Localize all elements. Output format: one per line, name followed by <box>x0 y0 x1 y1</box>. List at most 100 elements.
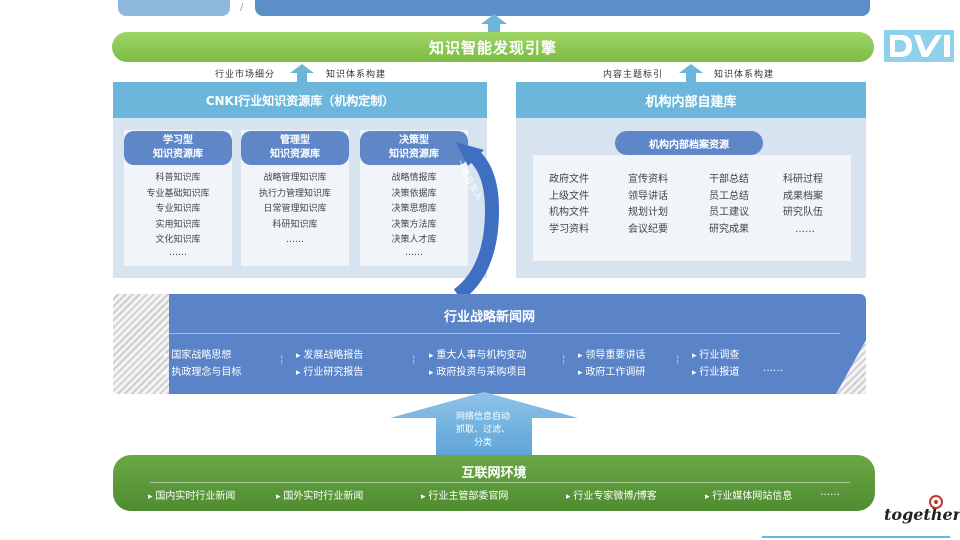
list-item: 日常管理知识库 <box>263 204 327 214</box>
list-item: …… <box>169 247 187 258</box>
internal-col-4: 科研过程 成果档案 研究队伍 …… <box>783 172 823 238</box>
kb-subtitle: 知识资源库 <box>153 149 203 160</box>
internet-title: 互联网环境 <box>461 466 527 481</box>
top-tick: / <box>240 2 244 13</box>
news-more: …… <box>763 363 783 374</box>
list-item: …… <box>286 235 304 245</box>
list-item: 决策思想库 <box>391 204 437 214</box>
curved-arrow-icon <box>453 142 500 300</box>
decorative-stripes-left <box>113 294 169 394</box>
fetch-line: 抓取、过滤、 <box>455 425 510 435</box>
list-item: 决策依据库 <box>391 188 437 199</box>
list-item: 决策人才库 <box>391 235 437 245</box>
kb-pill-learning: 学习型 知识资源库 <box>124 131 232 165</box>
list-item: 学习资料 <box>549 223 589 235</box>
up-arrow-icon <box>290 64 314 82</box>
internal-col-3: 干部总结 员工总结 员工建议 研究成果 <box>709 172 749 238</box>
label-market-segment: 行业市场细分 <box>215 70 276 80</box>
kb-subtitle: 知识资源库 <box>389 149 439 160</box>
news-item: 执政理念与目标 <box>164 363 241 378</box>
news-divider <box>160 333 840 334</box>
list-item: 研究成果 <box>709 223 749 235</box>
list-item: 专业基础知识库 <box>146 188 210 199</box>
bottom-accent-line <box>762 536 950 538</box>
news-item: 政府投资与采购项目 <box>429 363 526 378</box>
internet-divider <box>150 482 850 483</box>
kb-pill-decision: 决策型 知识资源库 <box>360 131 468 165</box>
internet-item: 国内实时行业新闻 <box>148 487 235 502</box>
list-item: …… <box>795 223 815 235</box>
list-item: 实用知识库 <box>155 219 201 230</box>
internal-archive-pill: 机构内部档案资源 <box>615 131 763 155</box>
fetch-arrow-icon <box>390 392 578 456</box>
list-item: 政府文件 <box>549 174 589 185</box>
list-item: 科普知识库 <box>155 173 201 183</box>
dv-logo-icon <box>884 30 954 62</box>
list-item: 成果档案 <box>783 190 823 202</box>
fetch-label: 网络信息自动 抓取、过滤、 分类 <box>438 411 528 450</box>
list-item: 宣传资料 <box>628 174 668 185</box>
list-item: 执行力管理知识库 <box>258 188 331 199</box>
cnki-title: CNKI行业知识资源库（机构定制） <box>205 93 395 108</box>
label-knowledge-system-left: 知识体系构建 <box>326 70 387 80</box>
news-separator: ¦ <box>280 354 284 365</box>
internal-panel-header: 机构内部自建库 <box>516 82 866 118</box>
news-item: 重大人事与机构变动 <box>429 346 526 361</box>
list-item: 员工建议 <box>709 207 749 218</box>
internet-item: 行业主管部委官网 <box>421 487 508 502</box>
internet-item: 国外实时行业新闻 <box>276 487 363 502</box>
list-item: …… <box>405 247 423 258</box>
list-item: 研究队伍 <box>783 207 823 218</box>
fetch-line: 网络信息自动 <box>455 412 510 422</box>
list-item: 战略管理知识库 <box>263 173 327 183</box>
list-item: 规划计划 <box>628 207 668 218</box>
news-item: 发展战略报告 <box>296 346 363 361</box>
kb-subtitle: 知识资源库 <box>270 149 320 160</box>
news-item: 行业研究报告 <box>296 363 363 378</box>
internal-inner-box <box>533 155 851 261</box>
kb-list-management: 战略管理知识库 执行力管理知识库 日常管理知识库 科研知识库 …… <box>241 171 349 249</box>
up-arrow-icon <box>481 14 507 34</box>
list-item: 机构文件 <box>549 207 589 218</box>
list-item: 会议纪要 <box>628 223 668 235</box>
kb-pill-management: 管理型 知识资源库 <box>241 131 349 165</box>
list-item: 领导讲话 <box>628 190 668 202</box>
top-fragment-left <box>118 0 230 16</box>
seal-icon <box>929 495 943 509</box>
list-item: 员工总结 <box>709 190 749 202</box>
list-item: 战略情报库 <box>391 173 437 183</box>
news-item: 政府工作调研 <box>578 363 645 378</box>
news-item: 行业调查 <box>692 346 739 361</box>
kb-list-learning: 科普知识库 专业基础知识库 专业知识库 实用知识库 文化知识库 …… <box>124 171 232 258</box>
list-item: 专业知识库 <box>155 204 201 214</box>
together-signature: together <box>884 505 960 524</box>
kb-title: 管理型 <box>280 135 310 146</box>
list-item: 干部总结 <box>709 174 749 185</box>
fetch-line: 分类 <box>473 438 492 448</box>
list-item: 科研知识库 <box>272 219 318 230</box>
kb-list-decision: 战略情报库 决策依据库 决策思想库 决策方法库 决策人才库 …… <box>360 171 468 258</box>
news-separator: ¦ <box>412 354 416 365</box>
internet-item: 行业媒体网站信息 <box>705 487 792 502</box>
news-item: 行业报道 <box>692 363 739 378</box>
list-item: 文化知识库 <box>155 235 201 245</box>
list-item: 决策方法库 <box>391 219 437 230</box>
label-topic-indexing: 内容主题标引 <box>603 70 664 80</box>
list-item: 科研过程 <box>783 174 823 185</box>
news-separator: ¦ <box>676 354 680 365</box>
news-item: 国家战略思想 <box>164 346 231 361</box>
up-arrow-icon <box>679 64 703 82</box>
news-separator: ¦ <box>562 354 566 365</box>
internal-pill-label: 机构内部档案资源 <box>649 139 729 151</box>
label-knowledge-system-right: 知识体系构建 <box>714 70 775 80</box>
news-item: 领导重要讲话 <box>578 346 645 361</box>
top-fragment-right <box>255 0 870 16</box>
engine-bar: 知识智能发现引擎 <box>112 32 874 62</box>
engine-title: 知识智能发现引擎 <box>428 38 557 57</box>
kb-title: 决策型 <box>399 135 429 146</box>
internal-col-2: 宣传资料 领导讲话 规划计划 会议纪要 <box>628 172 668 238</box>
internal-title: 机构内部自建库 <box>645 94 737 110</box>
list-item: 上级文件 <box>549 190 589 202</box>
internal-col-1: 政府文件 上级文件 机构文件 学习资料 <box>549 172 589 238</box>
cnki-panel-header: CNKI行业知识资源库（机构定制） <box>113 82 487 118</box>
